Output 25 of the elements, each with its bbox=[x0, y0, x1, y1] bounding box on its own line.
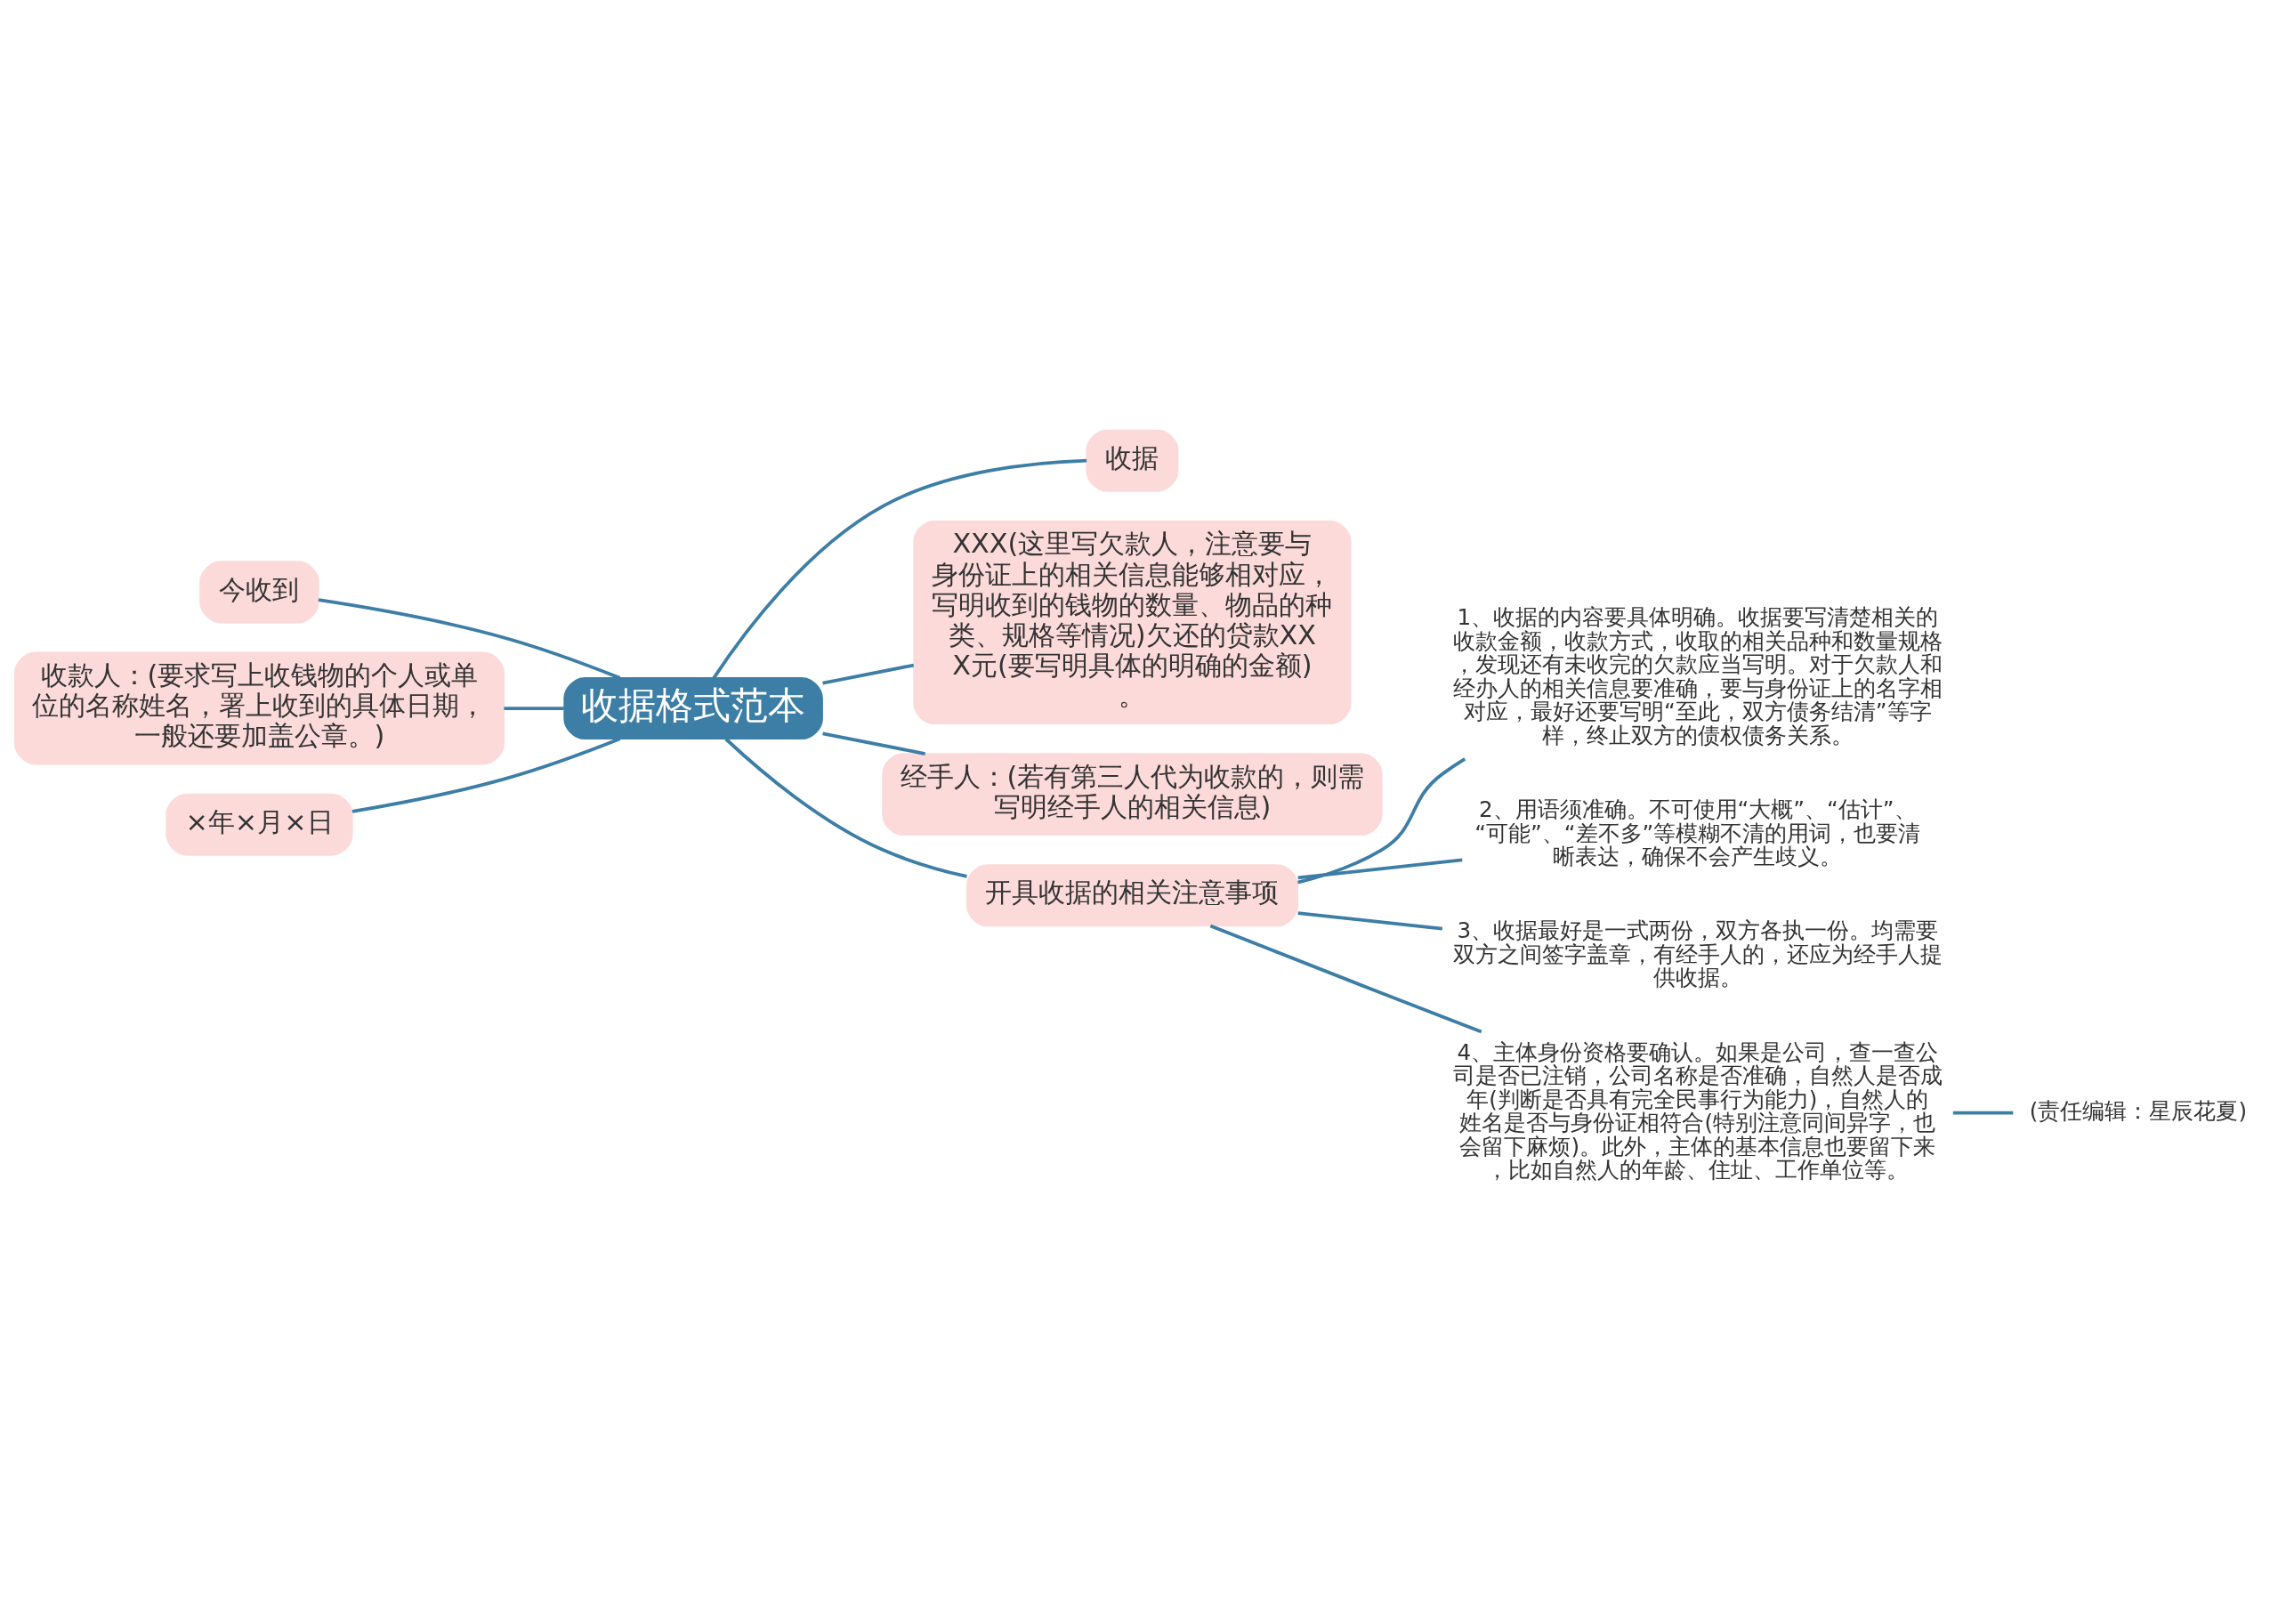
node-text: (责任编辑：星辰花夏) bbox=[2029, 1097, 2248, 1124]
node-text: 3、收据最好是一式两份，双方各执一份。均需要双方之间签字盖章，有经手人的，还应为经手人提供收据。 bbox=[1452, 917, 1943, 991]
connector bbox=[351, 737, 621, 813]
node-box: 今收到 bbox=[199, 561, 319, 624]
node-text: 1、收据的内容要具体明确。收据要写清楚相关的收款金额，收款方式，收取的相关品种和数量规格，发现还有未收完的欠款应当写明。对于欠款人和经办人的相关信息要准确，要与身份证上的名字相对应，最好还要写明“至此，双方债务结清”等字样，终止双方的债权债务关系。 bbox=[1452, 604, 1943, 748]
node-box: 开具收据的相关注意事项 bbox=[965, 864, 1298, 927]
node-text: 4、主体身份资格要确认。如果是公司，查一查公司是否已注销，公司名称是否准确，自然人是否成年(判断是否具有完全民事行为能力)，自然人的姓名是否与身份证相符合(特别注意同间异字，也会留下麻烦)。此外，主体的基本信息也要留下来，比如自然人的年龄、住址、工作单位等。 bbox=[1452, 1038, 1943, 1184]
connector bbox=[1952, 1111, 2014, 1115]
node-box: ×年×月×日 bbox=[166, 793, 353, 856]
node-box: 收款人：(要求写上收钱物的个人或单位的名称姓名，署上收到的具体日期，一般还要加盖公章。) bbox=[13, 651, 505, 765]
connector bbox=[1297, 858, 1463, 880]
node-box: 收据格式范本 bbox=[563, 677, 823, 740]
node-text: 2、用语须准确。不可使用“大概”、“估计”、“可能”、“差不多”等模糊不清的用词，也要清晰表达，确保不会产生歧义。 bbox=[1474, 796, 1921, 870]
connector bbox=[822, 663, 915, 685]
connector bbox=[724, 738, 967, 878]
connector bbox=[1209, 924, 1482, 1034]
node-box: 经手人：(若有第三人代为收款的，则需写明经手人的相关信息) bbox=[882, 753, 1383, 836]
connector bbox=[504, 707, 564, 710]
connector bbox=[1297, 911, 1443, 931]
connector bbox=[822, 731, 925, 755]
node-box: XXX(这里写欠款人，注意要与身份证上的相关信息能够相对应，写明收到的钱物的数量、物品的种类、规格等情况)欠还的贷款XXX元(要写明具体的明确的金额)。 bbox=[913, 520, 1352, 725]
connector bbox=[318, 598, 621, 680]
node-box: 收据 bbox=[1086, 429, 1179, 492]
connector bbox=[712, 458, 1087, 679]
connector bbox=[1297, 757, 1466, 885]
